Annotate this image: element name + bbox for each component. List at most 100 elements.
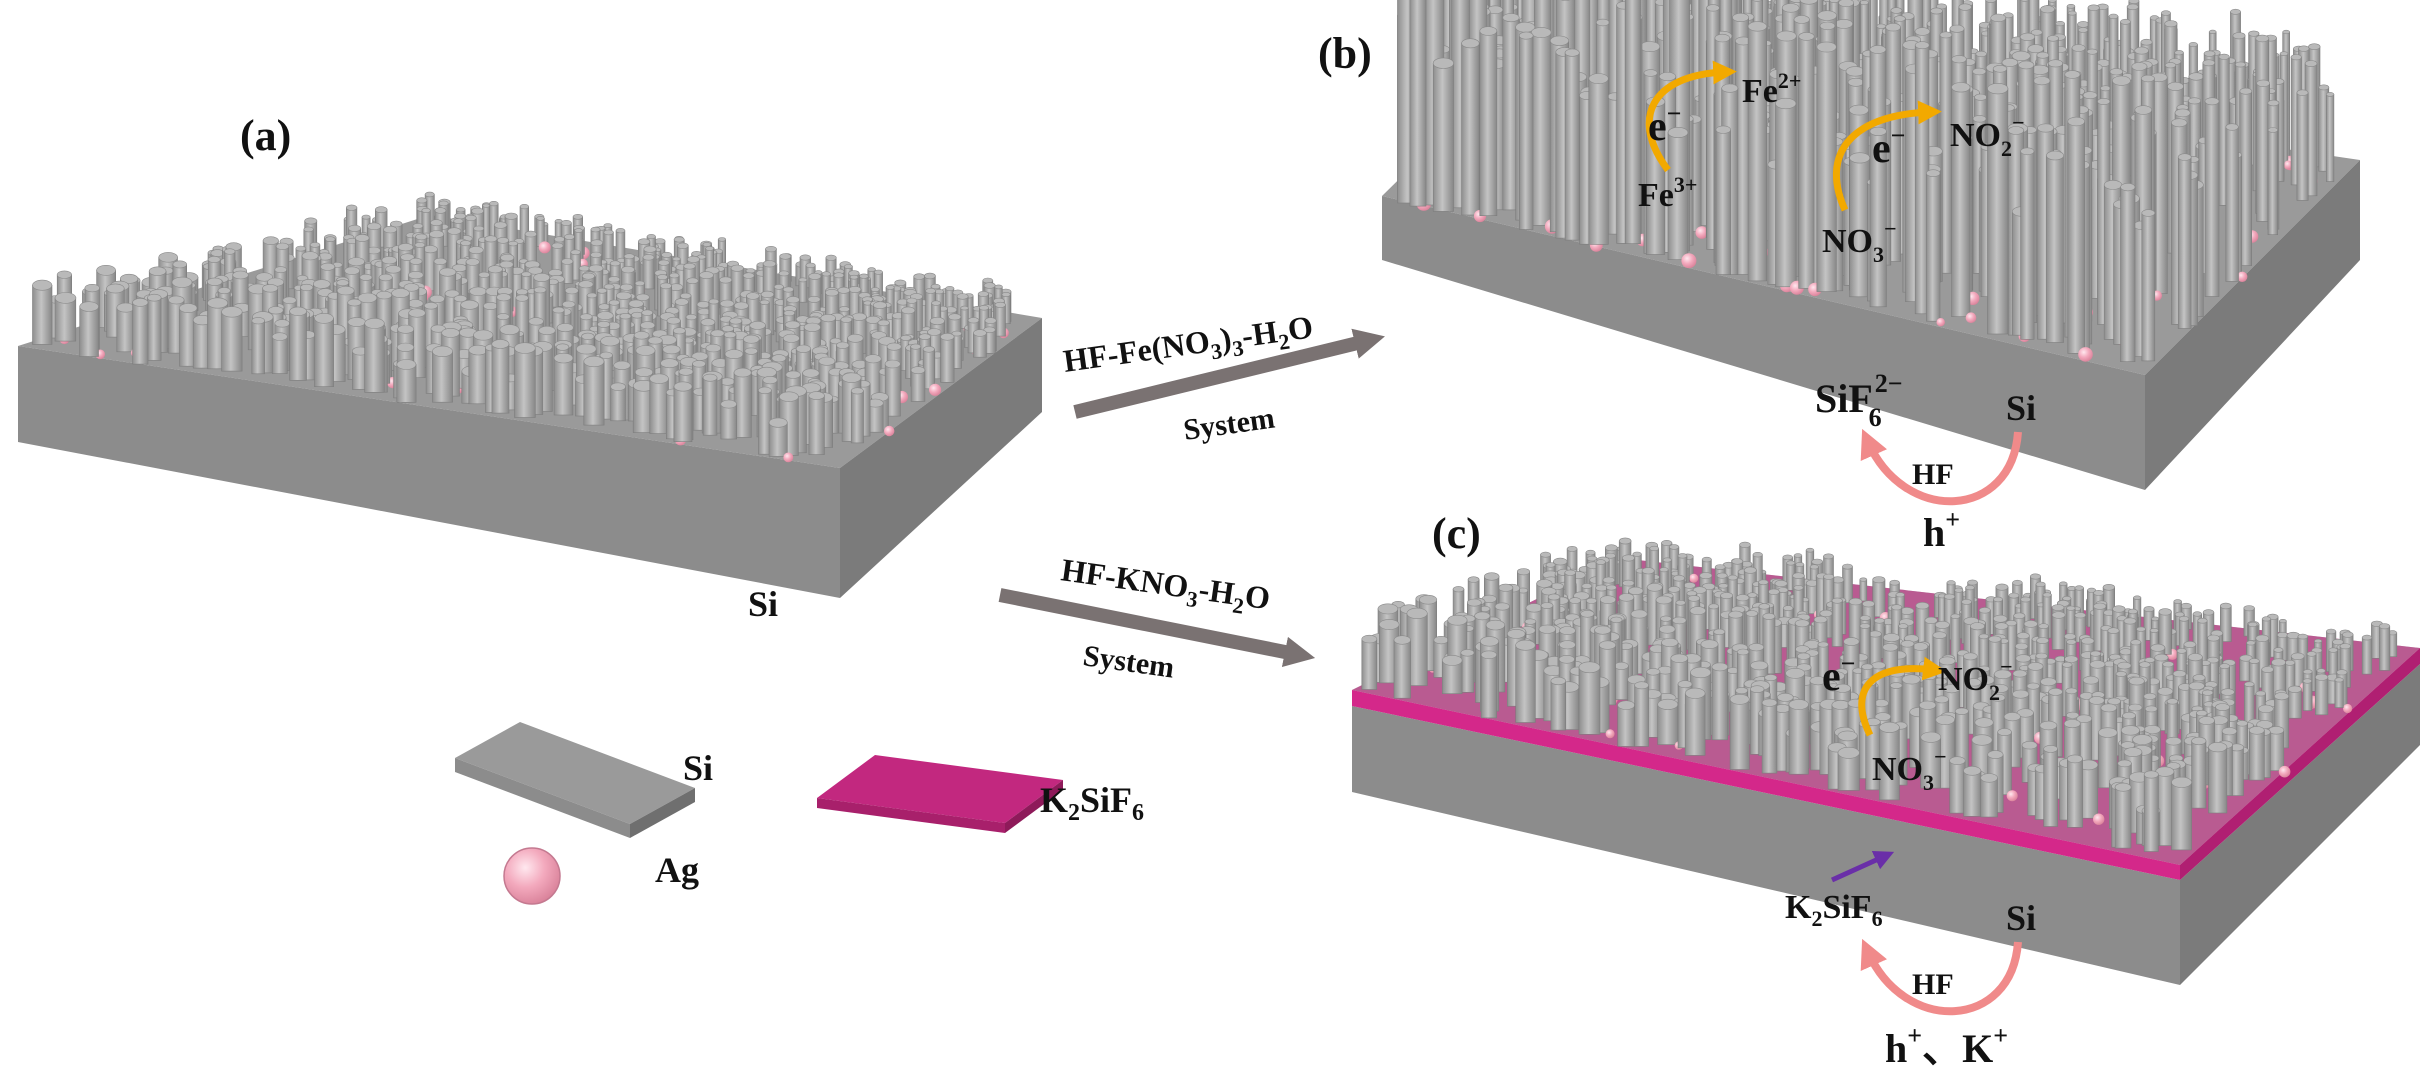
nanowire-top <box>1747 21 1767 32</box>
nanowire-top <box>533 286 547 294</box>
nanowire-top <box>348 224 361 232</box>
nanowire-top <box>2112 75 2131 86</box>
nanowire-top <box>1595 584 1608 592</box>
nanowire-top <box>460 240 472 247</box>
nanowire-top <box>346 204 358 211</box>
nanowire-top <box>514 342 536 354</box>
panel-a-label: (a) <box>240 111 291 160</box>
nanowire-top <box>1932 631 1947 640</box>
nanowire-top <box>2123 617 2137 625</box>
nanowire-top <box>396 342 415 352</box>
nanowire-top <box>818 356 836 366</box>
nanowire-top <box>2064 70 2081 79</box>
nanowire-top <box>551 242 564 249</box>
nanowire-top <box>441 327 460 338</box>
nanowire-top <box>409 257 423 265</box>
nanowire-top <box>1721 83 1739 93</box>
nanowire-top <box>596 287 608 294</box>
nanowire-top <box>1452 586 1465 593</box>
nanowire-top <box>300 283 314 292</box>
nanowire-top <box>381 256 397 265</box>
nanowire-top <box>934 289 944 295</box>
nanowire-top <box>2306 651 2317 657</box>
nanowire-top <box>364 317 385 329</box>
nanowire-top <box>304 217 318 225</box>
process-arrow-top: HF-Fe(NO3)3-H2O System <box>1061 308 1385 447</box>
nanowire-top <box>2261 666 2274 673</box>
nanowire-top <box>1641 567 1655 575</box>
nanowire-top <box>499 324 520 336</box>
nanowire-top <box>344 266 360 275</box>
panel-b-hole-label: h+ <box>1923 505 1960 555</box>
nanowire-top <box>1580 609 1595 618</box>
panel-b: (b) e− Fe2+ Fe3+ e− NO2− NO3− SiF2−6 Si … <box>1318 0 2360 555</box>
nanowire-top <box>785 370 801 379</box>
nanowire <box>2120 186 2136 363</box>
nanowire-top <box>803 322 821 332</box>
nanowire-top <box>147 293 162 302</box>
nanowire-top <box>2267 127 2278 133</box>
nanowire-top <box>2082 91 2098 100</box>
nanowire-top <box>590 226 601 233</box>
nanowire <box>32 284 53 345</box>
nanowire-top <box>1687 595 1701 602</box>
nanowire <box>491 343 510 414</box>
nanowire-top <box>1747 592 1758 598</box>
nanowire-top <box>32 279 53 291</box>
nanowire-top <box>686 277 699 285</box>
nanowire-top <box>2023 620 2038 628</box>
nanowire-top <box>424 191 435 198</box>
nanowire-top <box>2232 32 2246 40</box>
nanowire-top <box>840 316 853 323</box>
nanowire-top <box>314 312 334 324</box>
nanowire-top <box>1714 564 1726 570</box>
panel-a-nanowire-array <box>32 191 1012 463</box>
nanowire-top <box>720 399 737 409</box>
nanowire-top <box>1798 32 1815 41</box>
nanowire-top <box>2239 87 2253 95</box>
nanowire-top <box>268 306 284 315</box>
nanowire <box>1515 644 1536 723</box>
nanowire-top <box>1460 649 1475 657</box>
nanowire-top <box>496 293 512 302</box>
nanowire-top <box>84 284 100 293</box>
nanowire-top <box>867 267 876 272</box>
nanowire-top <box>759 299 770 305</box>
nanowire-top <box>1889 579 1900 586</box>
nanowire-top <box>1823 553 1834 560</box>
nanowire-top <box>1525 603 1543 613</box>
nanowire-top <box>590 251 602 259</box>
process-arrow-top-label: HF-Fe(NO3)3-H2O <box>1061 308 1316 385</box>
nanowire-top <box>1768 588 1780 595</box>
nanowire-top <box>1893 15 1906 22</box>
nanowire-top <box>884 359 901 369</box>
nanowire-top <box>1447 614 1468 626</box>
nanowire-top <box>578 280 594 289</box>
nanowire-top <box>504 212 518 220</box>
nanowire-top <box>465 214 477 222</box>
nanowire-top <box>1882 643 1899 652</box>
nanowire-top <box>702 242 712 247</box>
nanowire-top <box>1708 603 1719 610</box>
nanowire-top <box>2192 611 2202 617</box>
nanowire-top <box>1849 104 1869 116</box>
nanowire <box>2046 155 2064 343</box>
nanowire-top <box>2361 634 2373 641</box>
nanowire-top <box>661 251 673 258</box>
nanowire-top <box>499 260 514 269</box>
nanowire-top <box>1660 615 1672 622</box>
nanowire-top <box>1817 10 1837 21</box>
nanowire-top <box>849 274 859 280</box>
nanowire-top <box>710 329 725 338</box>
nanowire-top <box>1588 73 1609 84</box>
nanowire-top <box>1479 26 1498 36</box>
nanowire-top <box>1720 592 1733 600</box>
nanowire-top <box>508 240 518 247</box>
nanowire-top <box>642 254 655 261</box>
nanowire <box>2267 129 2278 235</box>
nanowire-top <box>637 238 651 245</box>
nanowire-top <box>762 260 777 268</box>
nanowire-top <box>699 271 714 280</box>
nanowire-top <box>1967 579 1978 586</box>
nanowire-top <box>232 270 249 280</box>
